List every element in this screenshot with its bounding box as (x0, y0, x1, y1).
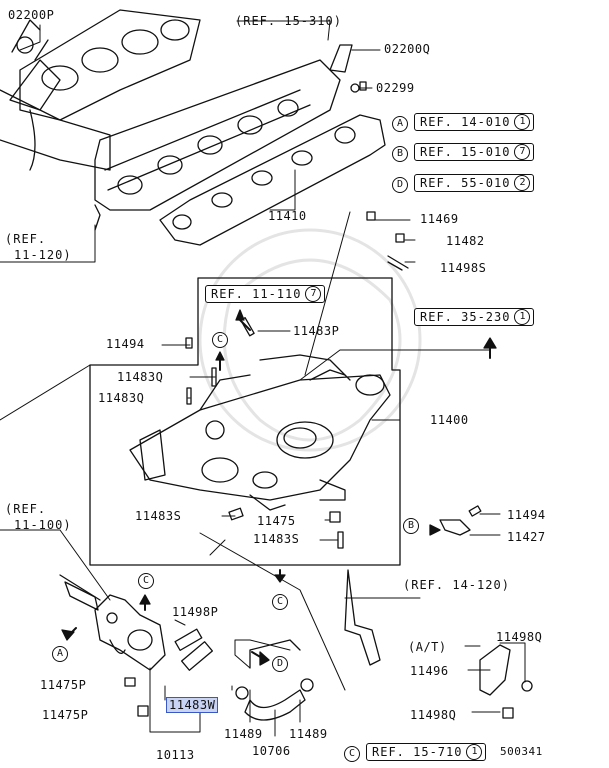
part-label-02200q: 02200Q (384, 42, 431, 56)
at-label: (A/T) (408, 640, 447, 654)
ref-box-11-110[interactable]: REF. 11-110 7 (205, 285, 326, 303)
hose-drawing (235, 569, 381, 721)
part-label-11427: 11427 (507, 530, 546, 544)
part-label-11475: 11475 (257, 514, 296, 528)
part-label-11489-a: 11489 (224, 727, 263, 741)
marker-b: B (392, 146, 408, 162)
marker-d-throttle: D (272, 656, 288, 672)
marker-c-footer: C (344, 746, 360, 762)
part-label-11400: 11400 (430, 413, 469, 427)
ref-11-100-line2: 11-100) (14, 518, 72, 532)
marker-b-right: B (403, 518, 419, 534)
ref-box-15-710-text: REF. 15-710 (372, 745, 463, 759)
part-label-11410: 11410 (268, 209, 307, 223)
throttle-body-drawing (59, 574, 213, 717)
ref-box-14-010-text: REF. 14-010 (420, 115, 511, 129)
diagram-number: 500341 (500, 745, 543, 758)
part-label-11483s-b: 11483S (253, 532, 300, 546)
upper-manifold-drawing (0, 9, 341, 231)
part-label-11494-top: 11494 (106, 337, 145, 351)
ref-box-15-010-num: 7 (514, 144, 531, 160)
marker-c-upper: C (212, 332, 228, 348)
ref-box-14-010[interactable]: REF. 14-010 1 (414, 113, 535, 131)
ref-box-15-710[interactable]: REF. 15-710 1 (366, 743, 487, 761)
ref-box-55-010[interactable]: REF. 55-010 2 (414, 174, 535, 192)
ref-box-35-230-num: 1 (514, 309, 531, 325)
part-label-11483w-highlighted[interactable]: 11483W (166, 697, 219, 713)
at-bracket-drawing (479, 644, 511, 696)
part-label-11498q-b: 11498Q (410, 708, 457, 722)
part-label-10706: 10706 (252, 744, 291, 758)
ref-14-120: (REF. 14-120) (403, 578, 510, 592)
part-label-11475p-a: 11475P (40, 678, 87, 692)
part-label-11483q-a: 11483Q (117, 370, 164, 384)
bracket-02200q-drawing (329, 44, 353, 73)
ref-box-35-230-text: REF. 35-230 (420, 310, 511, 324)
ref-11-120-line1: (REF. (5, 232, 47, 246)
part-label-11498s: 11498S (440, 261, 487, 275)
part-label-11475p-b: 11475P (42, 708, 89, 722)
part-label-11483s-a: 11483S (135, 509, 182, 523)
ref-box-11-110-text: REF. 11-110 (211, 287, 302, 301)
marker-c-middle: C (272, 594, 288, 610)
watermark-logo (198, 228, 422, 452)
marker-a: A (392, 116, 408, 132)
leader-lines (0, 20, 526, 737)
ref-box-55-010-num: 2 (514, 175, 531, 191)
ref-box-35-230[interactable]: REF. 35-230 1 (414, 308, 535, 326)
part-label-11482: 11482 (446, 234, 485, 248)
arrows (61, 309, 497, 666)
lower-manifold-box (89, 277, 401, 566)
part-label-11498q-a: 11498Q (496, 630, 543, 644)
marker-c-throttle: C (138, 573, 154, 589)
part-label-02299: 02299 (376, 81, 415, 95)
part-label-10113: 10113 (156, 748, 195, 762)
marker-d: D (392, 177, 408, 193)
ref-11-100-line1: (REF. (5, 502, 47, 516)
ref-15-310: (REF. 15-310) (235, 14, 342, 28)
lower-manifold-drawing (129, 354, 391, 511)
marker-a-throttle: A (52, 646, 68, 662)
part-label-02200p: 02200P (8, 8, 55, 22)
ref-box-15-010[interactable]: REF. 15-010 7 (414, 143, 535, 161)
ref-box-14-010-num: 1 (514, 114, 531, 130)
part-label-11469: 11469 (420, 212, 459, 226)
part-label-11483p: 11483P (293, 324, 340, 338)
part-label-11498p: 11498P (172, 605, 219, 619)
ref-box-15-710-num: 1 (466, 744, 483, 760)
part-label-11494-right: 11494 (507, 508, 546, 522)
part-label-11489-b: 11489 (289, 727, 328, 741)
ref-box-15-010-text: REF. 15-010 (420, 145, 511, 159)
part-label-11496: 11496 (410, 664, 449, 678)
ref-11-120-line2: 11-120) (14, 248, 72, 262)
part-label-11483q-b: 11483Q (98, 391, 145, 405)
gasket-11410-drawing (159, 114, 386, 246)
ref-box-11-110-num: 7 (305, 286, 322, 302)
ref-box-55-010-text: REF. 55-010 (420, 176, 511, 190)
